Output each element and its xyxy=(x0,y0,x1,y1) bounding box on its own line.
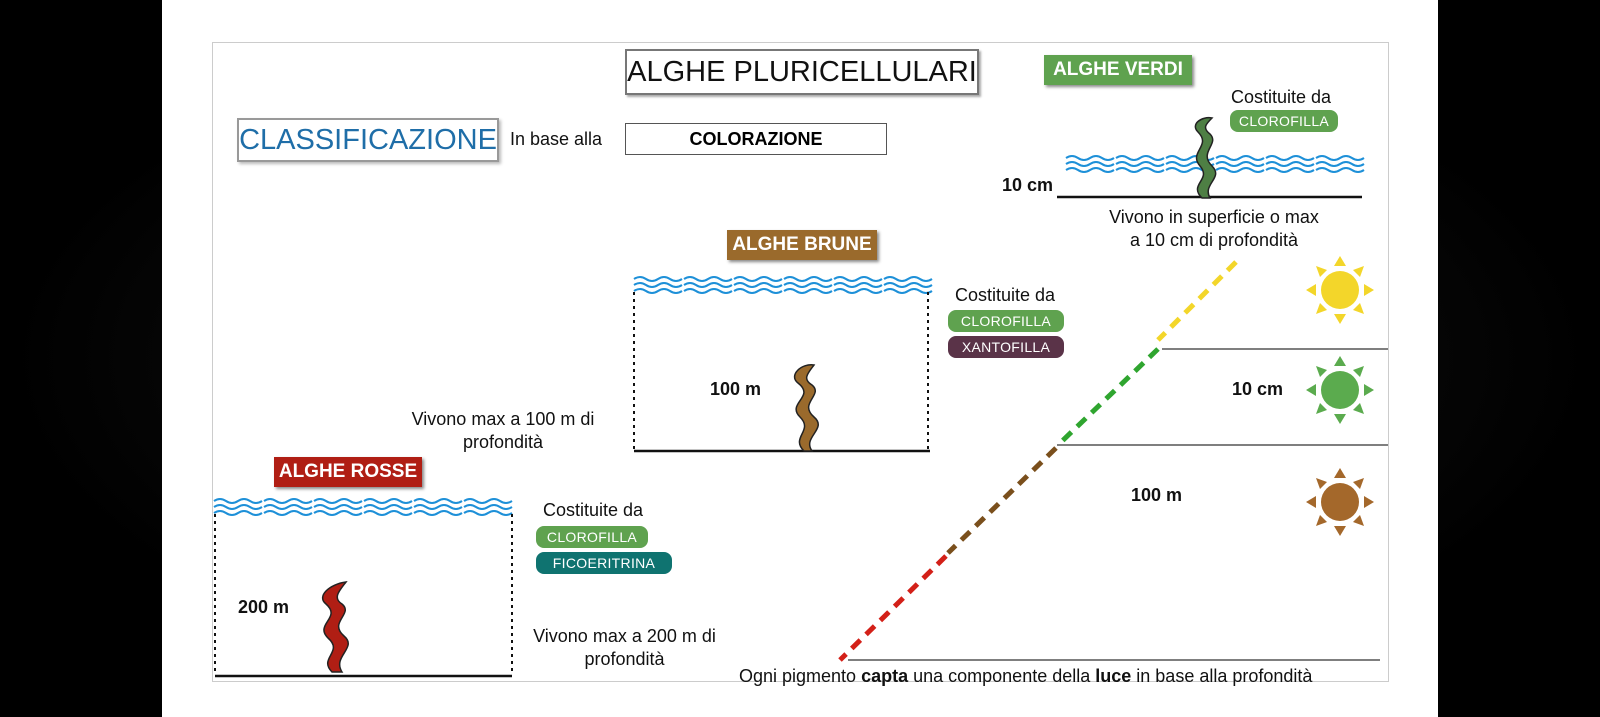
caption-bold-luce: luce xyxy=(1095,666,1132,686)
brune-description: Vivono max a 100 m di profondità xyxy=(388,408,618,454)
brune-pigment-clorofilla: CLOROFILLA xyxy=(948,310,1064,332)
ray-green xyxy=(1056,347,1160,447)
rosse-tag: ALGHE ROSSE xyxy=(274,457,422,487)
rosse-alga xyxy=(321,581,349,673)
rosse-desc-line2: profondità xyxy=(584,649,665,669)
rosse-description: Vivono max a 200 m di profondità xyxy=(517,625,732,671)
rosse-pigment-ficoeritrina: FICOERITRINA xyxy=(536,552,672,574)
brune-desc-line1: Vivono max a 100 m di xyxy=(411,409,595,429)
page-title: ALGHE PLURICELLULARI xyxy=(625,49,979,95)
rosse-pigment-clorofilla: CLOROFILLA xyxy=(536,526,648,548)
verdi-desc-line2: a 10 cm di profondità xyxy=(1129,230,1299,250)
slide-border xyxy=(212,42,1389,682)
slide: ALGHE PLURICELLULARI CLASSIFICAZIONE In … xyxy=(162,0,1438,717)
brune-tag: ALGHE BRUNE xyxy=(727,230,877,260)
light-level-10cm: 10 cm xyxy=(1232,379,1284,399)
sun-yellow-icon xyxy=(1306,256,1374,324)
caption-part-3: in base alla profondità xyxy=(1131,666,1313,686)
light-caption: Ogni pigmento capta una componente della… xyxy=(739,666,1312,687)
rosse-made-of: Costituite da xyxy=(543,500,644,520)
rosse-desc-line1: Vivono max a 200 m di xyxy=(533,626,716,646)
verdi-pigment-clorofilla: CLOROFILLA xyxy=(1230,110,1338,132)
brune-pigment-xantofilla: XANTOFILLA xyxy=(948,336,1064,358)
basis-prefix: In base alla xyxy=(510,129,603,149)
rosse-waves xyxy=(213,498,513,516)
basis-box: COLORAZIONE xyxy=(625,123,887,155)
ray-brown xyxy=(946,446,1058,555)
sun-green-icon xyxy=(1306,356,1374,424)
brune-made-of: Costituite da xyxy=(955,285,1056,305)
diagram-graphics xyxy=(213,116,1388,678)
light-level-100m: 100 m xyxy=(1131,485,1183,505)
brune-desc-line2: profondità xyxy=(462,432,544,452)
brune-waves xyxy=(633,276,933,294)
verdi-desc-line1: Vivono in superficie o max xyxy=(1109,207,1319,227)
rosse-depth-label: 200 m xyxy=(238,597,290,617)
caption-part-1: Ogni pigmento xyxy=(739,666,862,686)
sun-brown-icon xyxy=(1306,468,1374,536)
brune-alga xyxy=(793,364,819,452)
ray-red xyxy=(838,554,948,662)
caption-part-2: una componente della xyxy=(908,666,1096,686)
verdi-made-of: Costituite da xyxy=(1231,87,1332,107)
caption-bold-capta: capta xyxy=(861,666,909,686)
verdi-description: Vivono in superficie o max a 10 cm di pr… xyxy=(1064,206,1364,252)
verdi-depth-label: 10 cm xyxy=(1002,175,1054,195)
ray-yellow xyxy=(1156,260,1238,342)
classification-heading: CLASSIFICAZIONE xyxy=(237,118,499,162)
verdi-tag: ALGHE VERDI xyxy=(1044,55,1192,85)
verdi-alga xyxy=(1194,116,1217,199)
brune-depth-label: 100 m xyxy=(710,379,762,399)
